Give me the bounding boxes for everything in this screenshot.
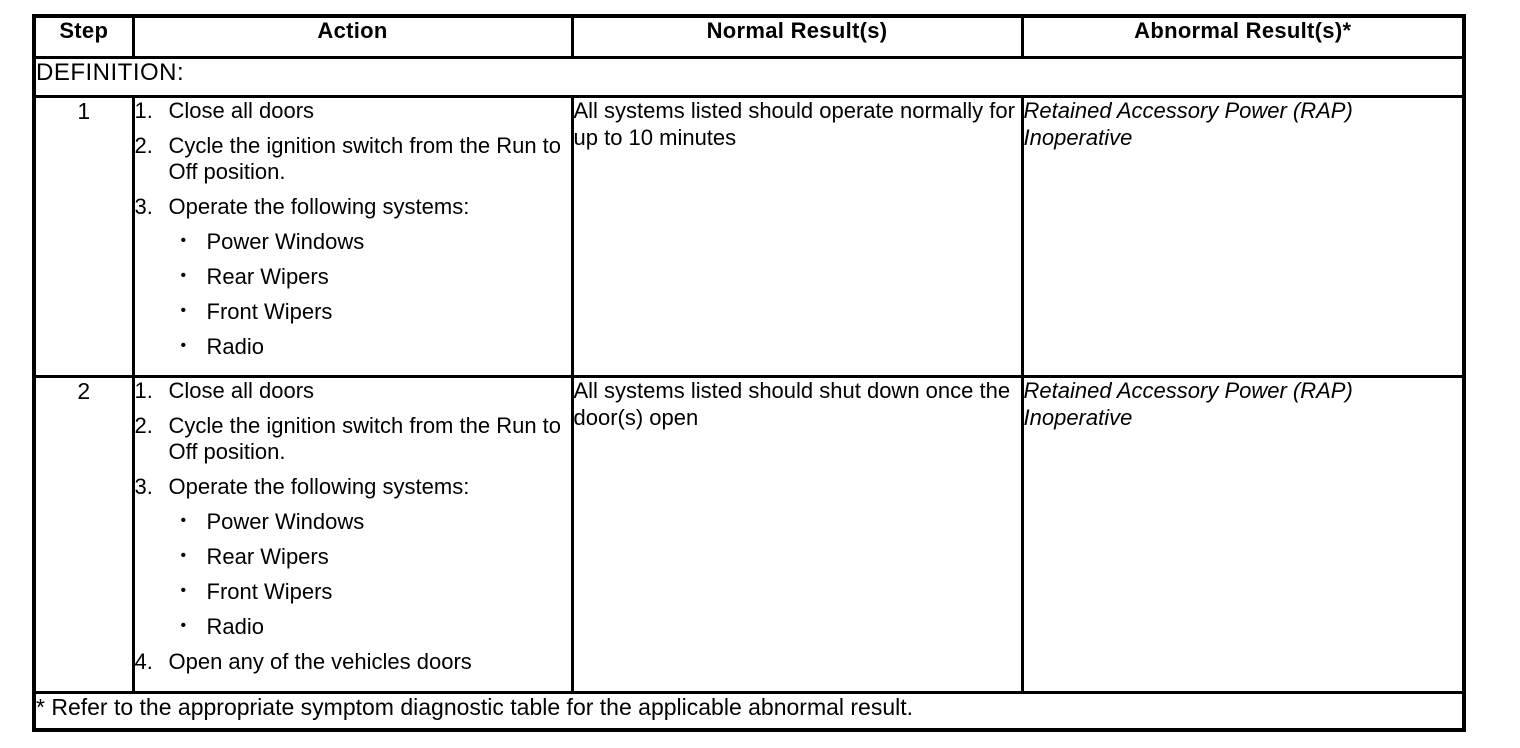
bullet-icon: • <box>180 336 187 354</box>
list-item-text: Close all doors <box>168 378 315 404</box>
bullet-icon: • <box>180 546 187 564</box>
list-item-text: Operate the following systems: <box>168 473 470 499</box>
action-list-item: 1. Close all doors <box>134 378 569 404</box>
list-item-text: Operate the following systems: <box>168 193 470 219</box>
abnormal-result-text: Retained Accessory Power (RAP) Inoperati… <box>1020 375 1466 694</box>
list-item-text: Front Wipers <box>206 578 333 604</box>
column-header-action: Action <box>131 14 574 59</box>
action-bullet-item: • Power Windows <box>136 228 569 255</box>
bullet-icon: • <box>180 511 187 529</box>
action-bullet-item: • Rear Wipers <box>136 263 569 290</box>
action-bullet-item: • Front Wipers <box>136 298 569 325</box>
step-number: 1 <box>32 95 135 378</box>
action-bullet-item: • Power Windows <box>136 508 569 535</box>
normal-result-text: All systems listed should shut down once… <box>570 375 1024 694</box>
list-item-text: Front Wipers <box>206 298 333 324</box>
column-header-step: Step <box>32 14 135 59</box>
list-marker: 1. <box>134 98 153 124</box>
bullet-icon: • <box>180 616 187 634</box>
action-bullet-item: • Front Wipers <box>136 578 569 605</box>
diagnostic-table: Step Action Normal Result(s) Abnormal Re… <box>32 14 1466 732</box>
footnote-row: * Refer to the appropriate symptom diagn… <box>32 691 1466 732</box>
list-item-text: Rear Wipers <box>206 543 329 569</box>
action-bullet-item: • Radio <box>136 333 569 360</box>
action-cell: 1. Close all doors 2. Cycle the ignition… <box>131 95 574 378</box>
bullet-icon: • <box>180 266 187 284</box>
list-item-text: Cycle the ignition switch from the Run t… <box>168 132 562 184</box>
action-list-item: 3. Operate the following systems: <box>134 473 569 500</box>
list-item-text: Cycle the ignition switch from the Run t… <box>168 412 562 464</box>
action-bullet-item: • Radio <box>136 613 569 640</box>
action-list-item: 3. Operate the following systems: <box>134 193 569 220</box>
list-item-text: Radio <box>206 613 264 639</box>
bullet-icon: • <box>180 581 187 599</box>
action-list-item: 4. Open any of the vehicles doors <box>134 648 569 675</box>
list-item-text: Power Windows <box>206 228 365 254</box>
abnormal-result-text: Retained Accessory Power (RAP) Inoperati… <box>1020 95 1466 378</box>
list-marker: 3. <box>134 193 153 219</box>
action-list-item: 2. Cycle the ignition switch from the Ru… <box>134 412 569 465</box>
list-marker: 2. <box>134 132 153 158</box>
action-list-item: 1. Close all doors <box>134 98 569 124</box>
action-bullet-item: • Rear Wipers <box>136 543 569 570</box>
list-item-text: Open any of the vehicles doors <box>168 648 472 674</box>
list-marker: 2. <box>134 412 153 438</box>
table-row: 1 1. Close all doors 2. Cycle the igniti… <box>32 95 1466 378</box>
normal-result-text: All systems listed should operate normal… <box>570 95 1024 378</box>
list-marker: 4. <box>134 648 153 674</box>
action-cell: 1. Close all doors 2. Cycle the ignition… <box>131 375 574 694</box>
header-row: Step Action Normal Result(s) Abnormal Re… <box>32 14 1466 59</box>
action-list-item: 2. Cycle the ignition switch from the Ru… <box>134 132 569 185</box>
column-header-normal-result: Normal Result(s) <box>570 14 1024 59</box>
definition-label: DEFINITION: <box>32 56 1466 98</box>
table-row: 2 1. Close all doors 2. Cycle the igniti… <box>32 375 1466 694</box>
bullet-icon: • <box>180 301 187 319</box>
definition-row: DEFINITION: <box>32 56 1466 98</box>
list-marker: 3. <box>134 473 153 499</box>
footnote-text: * Refer to the appropriate symptom diagn… <box>32 691 1466 732</box>
list-item-text: Radio <box>206 333 264 359</box>
list-marker: 1. <box>134 378 153 404</box>
step-number: 2 <box>32 375 135 694</box>
column-header-abnormal-result: Abnormal Result(s)* <box>1020 14 1466 59</box>
bullet-icon: • <box>180 231 187 249</box>
list-item-text: Power Windows <box>206 508 365 534</box>
list-item-text: Rear Wipers <box>206 263 329 289</box>
list-item-text: Close all doors <box>168 98 315 124</box>
